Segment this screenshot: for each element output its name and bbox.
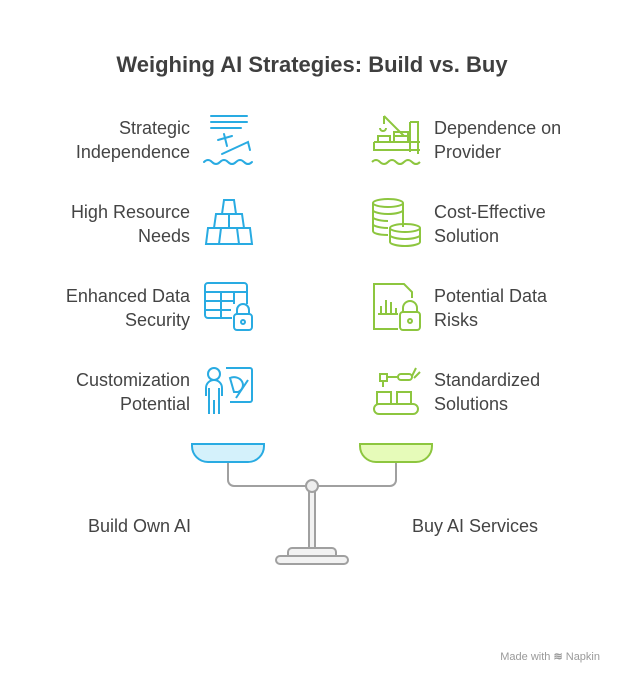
made-with-napkin-footer[interactable]: Made with ≋ Napkin — [500, 650, 600, 663]
napkin-logo-icon: ≋ — [553, 651, 563, 663]
label-line: Provider — [434, 142, 502, 162]
label-line: Enhanced Data — [65, 286, 190, 306]
footer-text: Made with — [500, 651, 551, 663]
artist-palette-icon — [205, 367, 253, 414]
build-own-ai-label: Build Own AI — [88, 516, 192, 536]
label-line: Potential — [119, 394, 190, 414]
label-line: Standardized — [434, 370, 541, 390]
label-line: Solution — [434, 226, 500, 246]
label-line: Potential Data — [434, 286, 548, 306]
label-line: Cost-Effective — [434, 202, 546, 222]
page-title: Weighing AI Strategies: Build vs. Buy — [116, 52, 508, 77]
label-line: Customization — [75, 370, 190, 390]
scale-pivot — [305, 479, 319, 493]
footer-brand: Napkin — [565, 651, 600, 663]
stacked-blocks-icon — [204, 199, 254, 245]
label-line: Strategic — [118, 118, 190, 138]
locked-document-icon — [373, 283, 421, 331]
buy-ai-services-label: Buy AI Services — [412, 516, 539, 536]
locked-table-icon — [204, 282, 253, 331]
coins-icon — [372, 198, 421, 248]
label-line: Needs — [137, 226, 190, 246]
label-line: Dependence on — [434, 118, 562, 138]
label-line: Solutions — [434, 394, 509, 414]
scale-post — [308, 489, 316, 551]
cargo-ship-icon — [371, 115, 421, 165]
buy-item-dependence-on-provider: Dependence on Provider — [434, 116, 604, 164]
label-line: Security — [124, 310, 190, 330]
scale-base-top — [287, 547, 337, 556]
build-pan — [191, 443, 265, 463]
conveyor-robot-icon — [373, 367, 421, 415]
buy-pan — [359, 443, 433, 463]
sinking-ship-icon — [203, 115, 253, 165]
scale-beam — [227, 462, 397, 487]
label-line: Risks — [434, 310, 478, 330]
scale-base — [275, 555, 349, 565]
label-line: Independence — [75, 142, 190, 162]
label-line: High Resource — [70, 202, 190, 222]
